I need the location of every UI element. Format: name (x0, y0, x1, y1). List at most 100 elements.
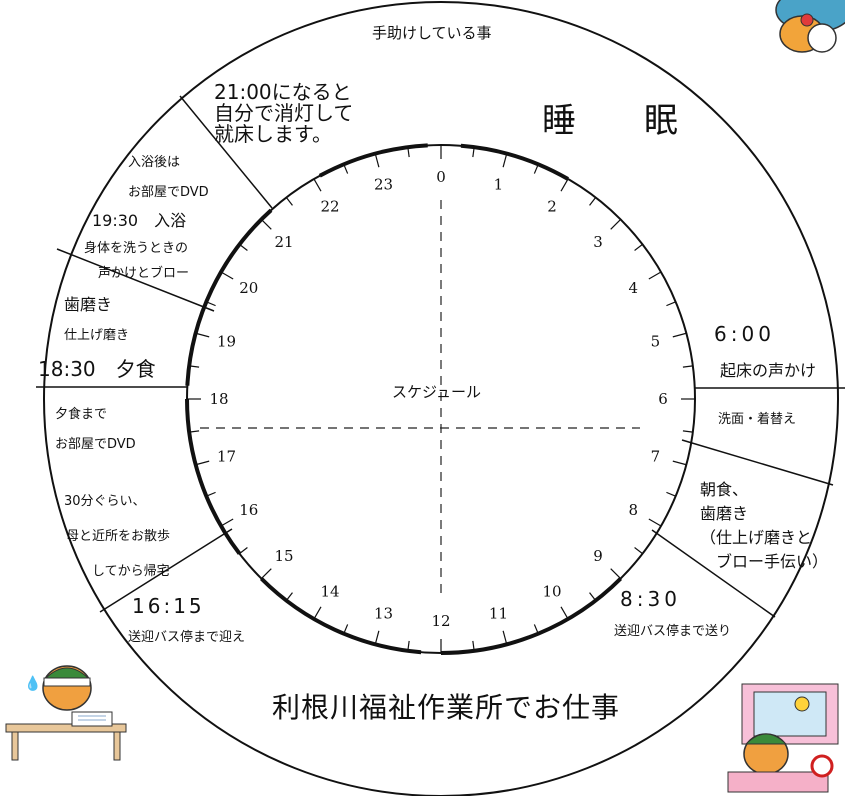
divider-pickup (99, 528, 233, 613)
hour-label-3: 3 (593, 233, 603, 251)
after-bath-line-2: お部屋でDVD (128, 185, 209, 200)
rim-arc-0 (460, 143, 569, 181)
clock-tick (533, 164, 539, 174)
breakfast-line-3: （仕上げ磨きと (700, 528, 813, 547)
outer-ring (43, 1, 839, 796)
hour-label-13: 13 (374, 604, 393, 622)
clock-tick (589, 592, 597, 601)
walk-line-3: してから帰宅 (92, 564, 170, 579)
clock-tick (239, 547, 248, 555)
clock-tick (682, 365, 693, 368)
hour-label-1: 1 (494, 176, 504, 194)
bath-help-line-2: 声かけとブロー (98, 266, 190, 281)
hour-label-23: 23 (374, 176, 393, 194)
wake-time: 6:00 (714, 322, 775, 346)
breakfast-line-2: 歯磨き (700, 504, 749, 523)
hour-label-12: 12 (431, 612, 450, 630)
bedtime-line-2: 自分で消灯して (214, 101, 354, 125)
clock-tick (502, 153, 508, 168)
clock-tick (220, 518, 234, 527)
hour-label-19: 19 (217, 333, 236, 351)
top-label: 手助けしている事 (372, 24, 492, 42)
clock-tick (666, 491, 676, 497)
bath-help-line-1: 身体を洗うときの (84, 241, 189, 256)
hour-label-20: 20 (239, 279, 258, 297)
center-label: スケジュール (392, 383, 481, 401)
divider-bath (56, 248, 215, 312)
divider-wash (681, 439, 834, 486)
clock-tick (206, 301, 216, 307)
clock-tick (589, 197, 597, 206)
clock-tick (560, 606, 569, 620)
clock-tick (672, 332, 687, 338)
hour-label-22: 22 (320, 198, 339, 216)
hour-label-4: 4 (628, 279, 638, 297)
hour-label-6: 6 (658, 390, 668, 408)
breakfast-line-4: ブロー手伝い） (700, 552, 829, 571)
bottom-label: 利根川福祉作業所でお仕事 (272, 691, 621, 724)
breakfast-line-1: 朝食、 (700, 480, 749, 499)
hour-label-11: 11 (489, 604, 508, 622)
svg-text:💧: 💧 (24, 675, 41, 692)
clock-tick (260, 568, 272, 580)
clock-tick (472, 640, 475, 651)
clock-tick (560, 178, 569, 192)
clock-ticks (187, 145, 695, 653)
clock-tick (343, 624, 349, 634)
mascot-top-right-illustration (775, 0, 845, 53)
clock-tick (260, 218, 272, 230)
teeth-finish: 仕上げ磨き (64, 328, 130, 343)
clock-tick (374, 153, 380, 168)
hour-label-7: 7 (651, 447, 661, 465)
bedtime-line-3: 就床します。 (214, 122, 332, 146)
clock-tick (672, 460, 687, 466)
clock-tick (343, 164, 349, 174)
rim-arc-2 (259, 577, 422, 655)
dinner-time: 18:30 夕食 (38, 357, 156, 381)
clock-tick (239, 243, 248, 251)
after-bath-line-1: 入浴後は (128, 155, 181, 170)
clock-tick (220, 271, 234, 280)
rim-arc-4 (185, 208, 273, 386)
hour-label-17: 17 (217, 447, 236, 465)
hour-label-21: 21 (274, 233, 293, 251)
rim-arc-3 (185, 398, 242, 555)
clock-tick (195, 460, 210, 466)
hour-label-16: 16 (239, 501, 258, 519)
hour-label-8: 8 (628, 501, 638, 519)
clock-tick (634, 547, 643, 555)
before-dinner-line-2: お部屋でDVD (55, 437, 136, 452)
walk-note: 30分ぐらい、 母と近所をお散歩 してから帰宅 (62, 484, 170, 589)
clock-tick (610, 218, 622, 230)
divider-bedtime (179, 95, 273, 209)
breakfast-note: 朝食、 歯磨き （仕上げ磨きと ブロー手伝い） (700, 478, 828, 574)
wake-note: 起床の声かけ (720, 361, 817, 380)
hour-label-18: 18 (209, 390, 228, 408)
clock-tick (634, 243, 643, 251)
clock-tick (374, 630, 380, 645)
hour-label-15: 15 (274, 547, 293, 565)
dropoff-time: 8:30 (620, 587, 681, 611)
pickup-note: 送迎バス停まで迎え (128, 630, 246, 645)
after-bath-note: 入浴後は お部屋でDVD (128, 148, 209, 208)
hour-label-14: 14 (320, 582, 339, 600)
clock-tick (533, 624, 539, 634)
clock-tick (313, 606, 322, 620)
clock-tick (407, 640, 410, 651)
clock-tick (407, 147, 410, 158)
clock-tick (648, 518, 662, 527)
clock-tick (206, 491, 216, 497)
hour-label-0: 0 (436, 168, 446, 186)
clock-tick (189, 430, 200, 433)
bedtime-note: 21:00になると 自分で消灯して 就床します。 (214, 82, 353, 145)
hour-label-9: 9 (593, 547, 603, 565)
clock-tick (610, 568, 622, 580)
bedtime-line-1: 21:00になると (214, 80, 352, 104)
pickup-time: 16:15 (132, 594, 205, 618)
before-dinner-line-1: 夕食まで (55, 407, 108, 422)
clock-tick (682, 430, 693, 433)
mascot-waking-illustration (727, 683, 839, 793)
clock-tick (285, 592, 293, 601)
